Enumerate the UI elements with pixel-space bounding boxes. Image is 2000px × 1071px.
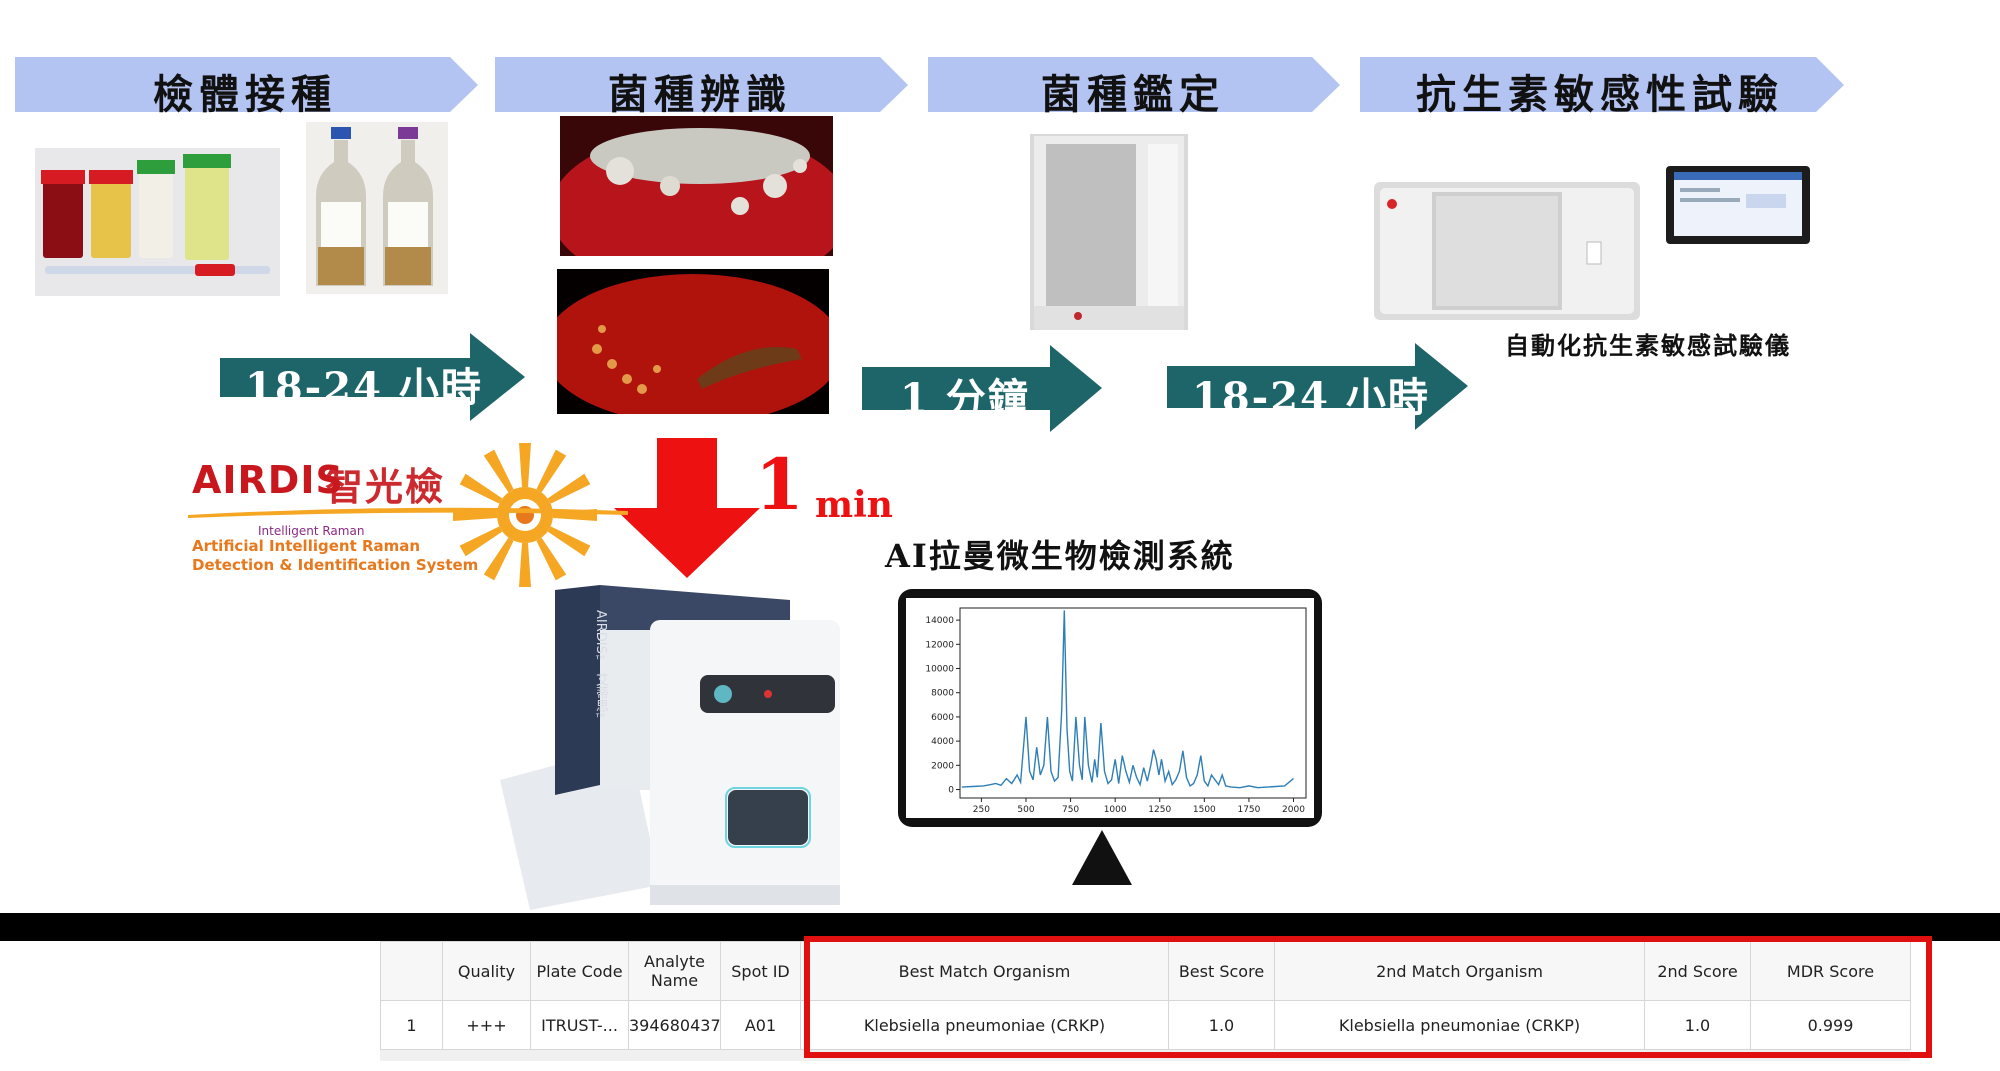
logo-line-2: Detection & Identification System — [192, 556, 479, 574]
raman-instrument-photo — [500, 585, 840, 910]
cell-plate-code: ITRUST-... — [530, 1000, 629, 1050]
timing-label-1: 18-24 小時 — [245, 364, 483, 411]
red-down-arrow — [614, 438, 760, 578]
cell-best-score: 1.0 — [1168, 1000, 1275, 1050]
logo-brand: AIRDIS — [192, 458, 344, 502]
logo-small-text: Intelligent Raman — [258, 524, 365, 538]
x-tick-label: 750 — [1062, 805, 1079, 815]
y-tick-label: 12000 — [925, 640, 954, 650]
susceptibility-instrument-photo — [1374, 182, 1640, 320]
instrument-brand-label: AIRDIS™ 艾蒂思™ — [593, 610, 608, 727]
col-header-second-match[interactable]: 2nd Match Organism — [1274, 941, 1645, 1001]
col-header-quality[interactable]: Quality — [442, 941, 531, 1001]
y-tick-label: 14000 — [925, 616, 954, 626]
table-header-row: Quality Plate Code Analyte Name Spot ID … — [380, 941, 1911, 1001]
x-tick-label: 1250 — [1148, 805, 1171, 815]
plot-frame — [959, 607, 1307, 799]
x-tick-label: 500 — [1017, 805, 1034, 815]
cell-analyte-name: 394680437 — [628, 1000, 721, 1050]
cell-index: 1 — [380, 1000, 443, 1050]
step-banner-1 — [15, 57, 478, 112]
y-tick-label: 4000 — [931, 737, 954, 747]
pointer-triangle — [1072, 830, 1132, 885]
cell-spot-id: A01 — [720, 1000, 801, 1050]
step-banner-2 — [495, 57, 908, 112]
timing-label-3: 18-24 小時 — [1192, 374, 1430, 421]
cell-best-match: Klebsiella pneumoniae (CRKP) — [800, 1000, 1169, 1050]
logo-swoosh — [188, 507, 628, 518]
y-tick-label: 6000 — [931, 713, 954, 723]
spectrum-line — [961, 610, 1294, 789]
x-tick-label: 1750 — [1237, 805, 1260, 815]
sun-logo-icon — [453, 443, 597, 587]
step-label-susceptibility: 抗生素敏感性試驗 — [1416, 71, 1784, 118]
col-header-spot-id[interactable]: Spot ID — [720, 941, 801, 1001]
cell-quality: +++ — [442, 1000, 531, 1050]
specimen-tubes-photo — [35, 148, 280, 296]
step-label-specimen: 檢體接種 — [153, 71, 337, 118]
system-title: AI拉曼微生物檢測系統 — [885, 537, 1235, 575]
timing-arrow-3 — [1167, 343, 1468, 430]
agar-plate-photo-2 — [557, 269, 829, 414]
x-tick-label: 250 — [973, 805, 990, 815]
x-tick-label: 2000 — [1282, 805, 1305, 815]
col-header-second-score[interactable]: 2nd Score — [1644, 941, 1751, 1001]
cell-second-match: Klebsiella pneumoniae (CRKP) — [1274, 1000, 1645, 1050]
logo-chinese: 智光檢 — [325, 464, 446, 509]
logo-line-1: Artificial Intelligent Raman — [192, 537, 421, 555]
raman-spectrum-chart: 250 500 750 1000 1250 1500 1750 2000 0 2000 4000 60… — [906, 598, 1314, 818]
result-highlight-box — [804, 936, 1932, 1058]
y-tick-label: 2000 — [931, 761, 954, 771]
timing-label-2: 1 分鐘 — [900, 375, 1030, 422]
timing-arrow-1 — [220, 333, 525, 421]
x-tick-label: 1000 — [1104, 805, 1127, 815]
cell-second-score: 1.0 — [1644, 1000, 1751, 1050]
col-header-best-match[interactable]: Best Match Organism — [800, 941, 1169, 1001]
touch-screen-photo — [1666, 166, 1810, 244]
y-tick-label: 10000 — [925, 665, 954, 675]
step-label-identification: 菌種辨識 — [608, 71, 792, 118]
cell-mdr-score: 0.999 — [1750, 1000, 1911, 1050]
fast-time-number: 1 — [755, 443, 804, 526]
y-tick-label: 0 — [948, 786, 954, 796]
fast-time-unit: min — [815, 484, 893, 526]
timing-arrow-2 — [862, 345, 1102, 432]
step-label-confirmation: 菌種鑑定 — [1041, 71, 1225, 118]
agar-plate-photo-1 — [560, 116, 833, 256]
step-banner-4 — [1360, 57, 1844, 112]
col-header-index[interactable] — [380, 941, 443, 1001]
y-tick-label: 8000 — [931, 689, 954, 699]
step-banner-3 — [928, 57, 1340, 112]
col-header-mdr-score[interactable]: MDR Score — [1750, 941, 1911, 1001]
result-table: Quality Plate Code Analyte Name Spot ID … — [380, 941, 1911, 1050]
table-row[interactable]: 1 +++ ITRUST-... 394680437 A01 Klebsiell… — [380, 1000, 1911, 1050]
col-header-plate-code[interactable]: Plate Code — [530, 941, 629, 1001]
device-caption: 自動化抗生素敏感試驗儀 — [1505, 331, 1791, 360]
col-header-best-score[interactable]: Best Score — [1168, 941, 1275, 1001]
culture-bottles-photo — [306, 122, 448, 294]
identification-instrument-photo — [1030, 134, 1188, 330]
x-tick-label: 1500 — [1193, 805, 1216, 815]
chart-background — [906, 598, 1314, 818]
result-table-panel: Quality Plate Code Analyte Name Spot ID … — [380, 941, 1911, 1061]
col-header-analyte-name[interactable]: Analyte Name — [628, 941, 721, 1001]
